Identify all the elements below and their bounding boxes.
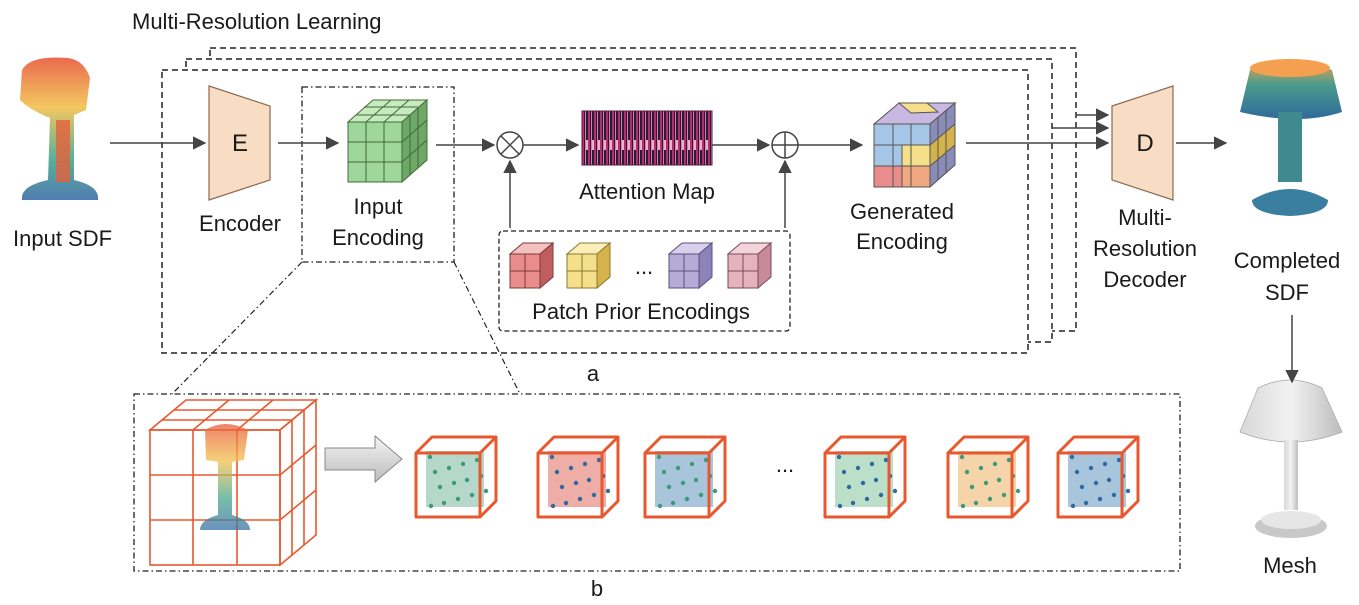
decoder-block <box>1111 85 1174 201</box>
patch-box-6 <box>1056 435 1140 519</box>
generated-encoding-line1: Generated <box>850 199 954 224</box>
patch-box-3 <box>643 435 727 519</box>
input-encoding-label-line2: Encoding <box>332 225 424 250</box>
mesh-label: Mesh <box>1263 553 1317 578</box>
patch-row-ellipsis: ... <box>775 452 795 477</box>
patch-cube-purple <box>667 241 714 290</box>
decoder-label-line1: Multi- <box>1118 205 1172 230</box>
input-encoding-cube <box>346 98 429 184</box>
patch-cube-red <box>508 241 555 290</box>
completed-sdf-shape <box>1240 59 1342 216</box>
patch-box-5 <box>946 435 1030 519</box>
encoder-block <box>208 85 271 201</box>
completed-sdf-line2: SDF <box>1265 280 1309 305</box>
input-sdf-shape <box>20 57 99 200</box>
generated-encoding-line2: Encoding <box>856 229 948 254</box>
input-encoding-box <box>301 86 455 263</box>
patch-priors-label: Patch Prior Encodings <box>532 299 750 324</box>
patch-split-arrow <box>324 434 403 484</box>
encoder-letter: E <box>231 130 248 157</box>
encoder-label: Encoder <box>199 211 281 236</box>
patch-cube-pink <box>726 241 773 290</box>
attention-map-image <box>581 110 713 166</box>
panel-a-label: a <box>586 361 600 386</box>
zoom-line-right <box>453 261 521 395</box>
input-sdf-label: Input SDF <box>13 226 113 251</box>
mesh-shape <box>1239 379 1343 538</box>
generated-encoding-cube <box>872 101 957 189</box>
zoom-line-left <box>171 261 303 395</box>
input-encoding-label-line1: Input <box>353 194 403 219</box>
decoder-label-line3: Decoder <box>1103 267 1187 292</box>
panel-b-label: b <box>590 576 604 601</box>
decoder-letter: D <box>1136 130 1154 157</box>
patch-box-1 <box>414 435 498 519</box>
patch-box-4 <box>823 435 907 519</box>
panel-b-frame <box>133 393 1181 572</box>
completed-sdf-line1: Completed <box>1233 248 1341 273</box>
grid-cube-lamp <box>200 424 250 530</box>
patch-ellipsis: ... <box>634 254 654 279</box>
patch-cube-yellow <box>565 241 612 290</box>
multiply-operator <box>496 131 524 159</box>
decoder-label-line2: Resolution <box>1093 236 1197 261</box>
diagram-title: Multi-Resolution Learning <box>132 9 382 34</box>
attention-map-label: Attention Map <box>579 179 715 204</box>
patch-box-2 <box>536 435 620 519</box>
add-operator <box>771 131 799 159</box>
